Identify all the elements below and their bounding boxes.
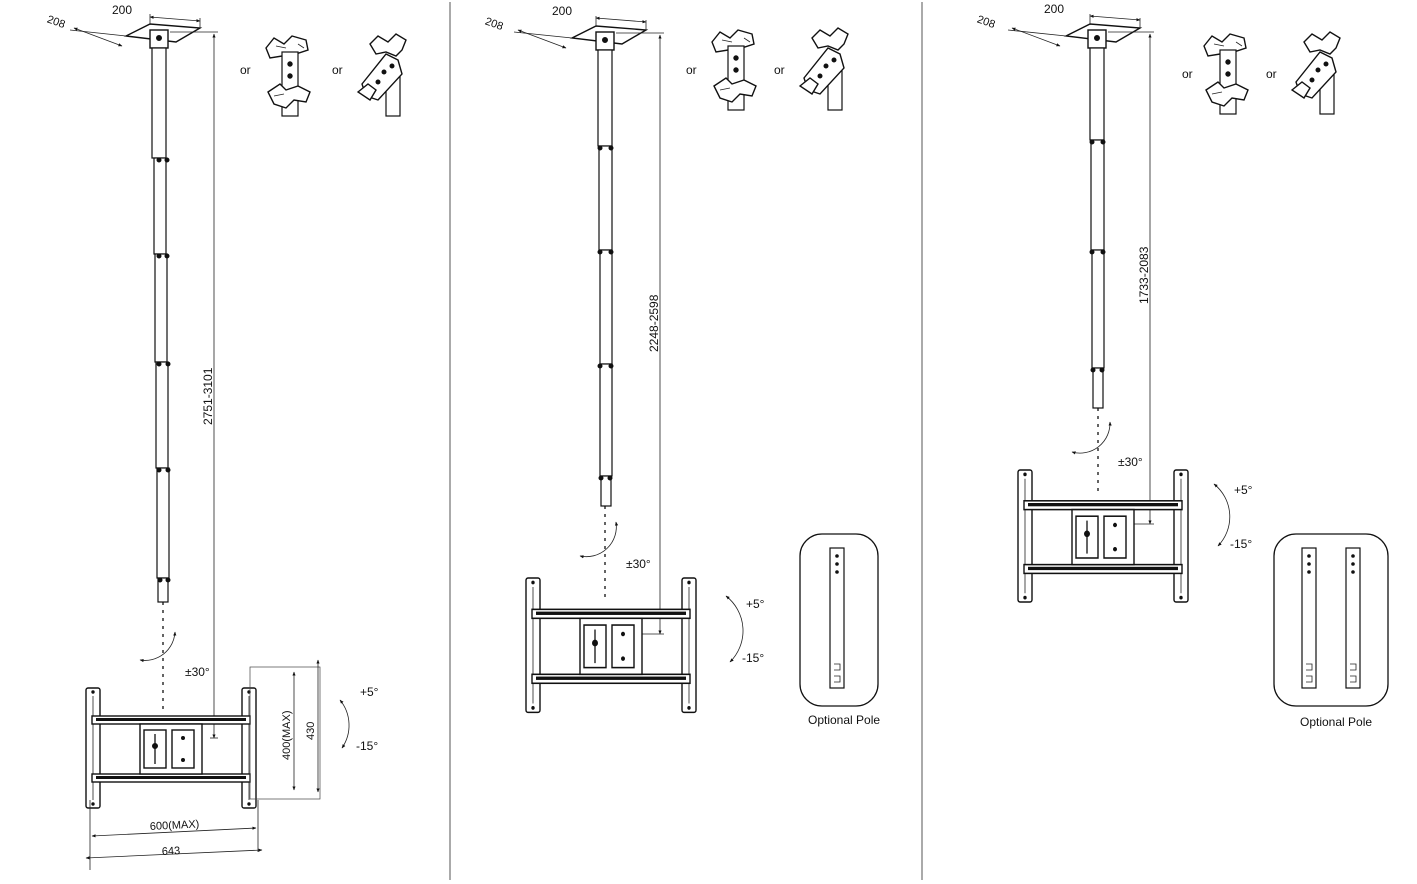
alt-bracket-straight: [265, 35, 311, 117]
pole-upper: [1089, 47, 1105, 141]
bracket-width-max-dim: [91, 826, 257, 838]
alt-bracket-straight: [1203, 33, 1249, 115]
or-label: or: [1266, 67, 1277, 81]
tilt-arrow: [725, 595, 744, 663]
panel-1: 200 208 2751-3101 ±30° 400(MAX): [45, 3, 407, 870]
pole-section: [1090, 139, 1105, 251]
optional-pole-label: Optional Pole: [1300, 715, 1372, 729]
height-range-label: 2248-2598: [647, 294, 661, 352]
swivel-arrow: [579, 521, 619, 559]
bracket-width-max-label: 600(MAX): [150, 818, 200, 833]
tv-bracket: [85, 687, 257, 809]
bracket-width-dim: [85, 848, 263, 860]
alt-bracket-angled: [1291, 31, 1341, 115]
alt-bracket-angled: [799, 27, 849, 111]
tilt-up-label: +5°: [360, 685, 379, 699]
height-range-label: 2751-3101: [201, 367, 215, 425]
or-label: or: [332, 63, 343, 77]
tilt-arrow: [339, 699, 350, 749]
bracket-height-max-label: 400(MAX): [281, 710, 293, 760]
pole-joint-marks: [597, 145, 614, 481]
plate-depth-label: 208: [483, 15, 504, 33]
plate-width-label: 200: [552, 4, 572, 18]
pole-section: [1091, 249, 1105, 369]
pole-section: [154, 253, 168, 363]
pole-section: [1092, 367, 1104, 409]
pole-section: [599, 363, 613, 477]
optional-pole: [829, 547, 845, 689]
tilt-down-label: -15°: [356, 739, 378, 753]
pole-section: [600, 475, 612, 507]
pole-section: [153, 157, 167, 255]
optional-pole: [1345, 547, 1361, 689]
plate-depth-label: 208: [45, 13, 66, 31]
alt-bracket-angled: [357, 33, 407, 117]
height-range-label: 1733-2083: [1137, 246, 1151, 304]
or-label: or: [1182, 67, 1193, 81]
pole-section: [598, 145, 613, 251]
bracket-height-label: 430: [305, 722, 317, 740]
pole-joint-marks: [156, 157, 171, 583]
optional-pole: [1301, 547, 1317, 689]
pole-section: [599, 249, 613, 365]
plate-width-label: 200: [1044, 2, 1064, 16]
optional-pole-frame: [1273, 533, 1389, 707]
pole-upper: [597, 49, 613, 147]
swivel-label: ±30°: [185, 665, 210, 679]
pole-joint-marks: [1089, 139, 1106, 373]
swivel-arrow: [139, 631, 177, 663]
tv-bracket: [1017, 469, 1189, 603]
pole-section: [155, 361, 169, 469]
or-label: or: [686, 63, 697, 77]
plate-width-label: 200: [112, 3, 132, 17]
swivel-label: ±30°: [1118, 455, 1143, 469]
plate-depth-label: 208: [975, 13, 996, 31]
or-label: or: [240, 63, 251, 77]
tilt-down-label: -15°: [1230, 537, 1252, 551]
pole-section: [156, 467, 170, 579]
or-label: or: [774, 63, 785, 77]
optional-pole-label: Optional Pole: [808, 713, 880, 727]
swivel-arrow: [1071, 421, 1112, 455]
tilt-arrow: [1213, 483, 1231, 547]
ceiling-plate: [1007, 14, 1143, 49]
bracket-outline-box: [249, 666, 321, 800]
ceiling-plate: [69, 14, 203, 49]
alt-bracket-straight: [711, 29, 757, 111]
tv-bracket: [525, 577, 697, 714]
ceiling-plate: [513, 16, 649, 51]
panel-3: 200 208 1733-2083 ±30° +5° -15° or or Op…: [975, 2, 1389, 729]
pole-upper: [151, 47, 167, 159]
swivel-label: ±30°: [626, 557, 651, 571]
bracket-width-label: 643: [162, 845, 181, 858]
tilt-up-label: +5°: [746, 597, 765, 611]
optional-pole-frame: [799, 533, 879, 707]
panel-2: 200 208 2248-2598 ±30° +5° -15° or or Op…: [483, 4, 880, 727]
tilt-down-label: -15°: [742, 651, 764, 665]
tilt-up-label: +5°: [1234, 483, 1253, 497]
